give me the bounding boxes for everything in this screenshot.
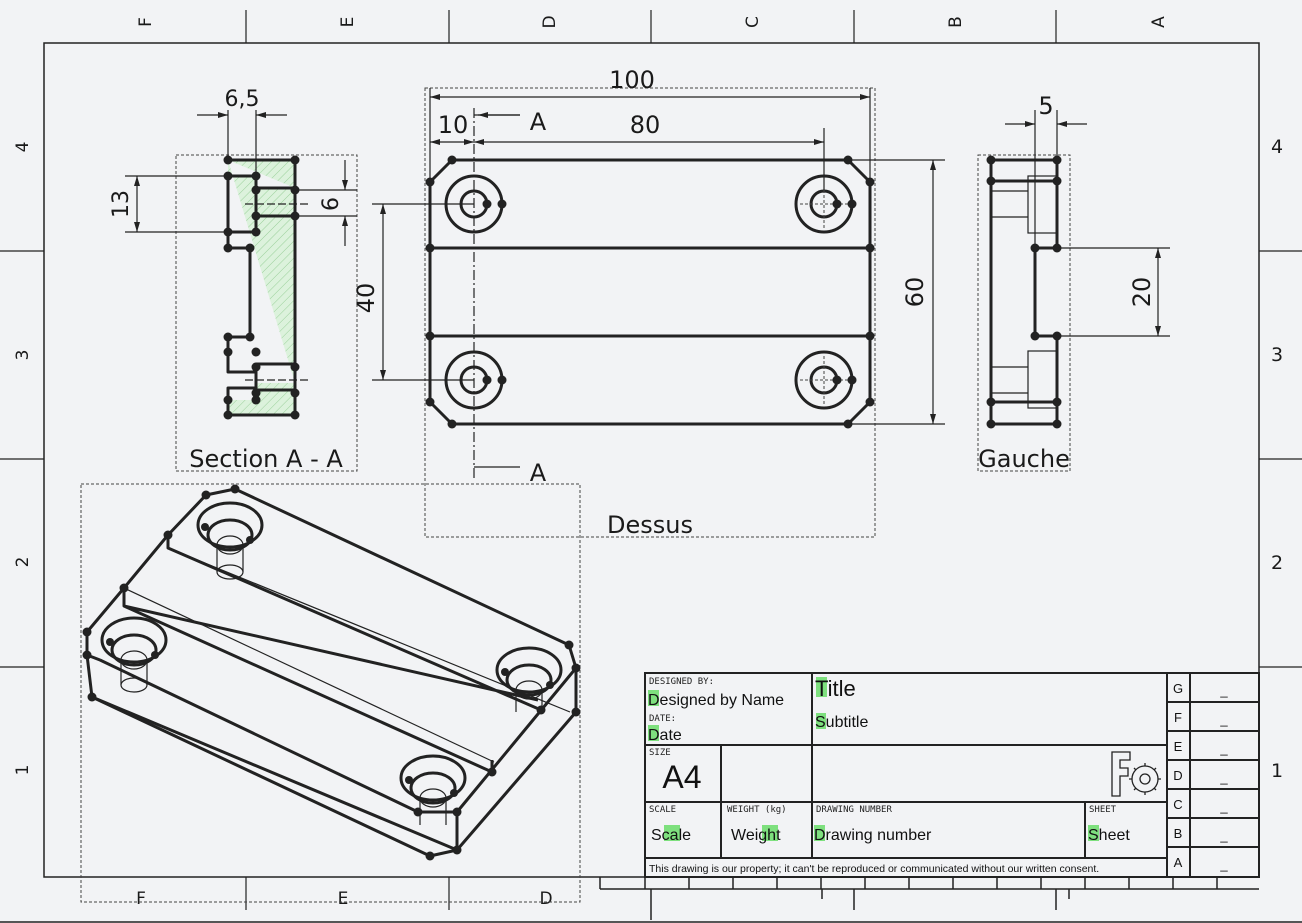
dimension-label: 6 xyxy=(319,197,344,211)
designed-by-label: DESIGNED BY: xyxy=(649,677,714,687)
top-view[interactable]: 100 80 10 60 40 A A Dessus xyxy=(352,66,945,539)
revision-letter: B xyxy=(1174,826,1183,841)
size-label: SIZE xyxy=(649,748,671,758)
revision-value[interactable]: _ xyxy=(1219,770,1228,785)
revision-value[interactable]: _ xyxy=(1219,857,1228,872)
row-label: 1 xyxy=(1271,760,1283,782)
designed-by-value[interactable]: Designed by Name xyxy=(648,692,784,709)
revision-letter: G xyxy=(1173,681,1183,696)
revision-value[interactable]: _ xyxy=(1219,828,1228,843)
revision-value[interactable]: _ xyxy=(1219,741,1228,756)
title-block: DESIGNED BY: Designed by Name DATE: Date… xyxy=(599,672,1260,920)
disclaimer: This drawing is our property; it can't b… xyxy=(649,863,1099,875)
weight-label: WEIGHT (kg) xyxy=(727,805,787,815)
revision-letter: E xyxy=(1174,739,1183,754)
column-label: B xyxy=(946,16,966,28)
dimension-label: 40 xyxy=(352,283,380,314)
column-label: F xyxy=(136,17,156,27)
sheet-label: SHEET xyxy=(1089,805,1117,815)
revision-value[interactable]: _ xyxy=(1219,799,1228,814)
date-value[interactable]: Date xyxy=(648,727,682,744)
dimension-label: 13 xyxy=(109,190,134,218)
row-label: 3 xyxy=(13,350,33,361)
dimension-label: 5 xyxy=(1038,92,1053,120)
dimension-label: 60 xyxy=(901,277,929,308)
scale-value[interactable]: Scale xyxy=(651,827,691,844)
size-value: A4 xyxy=(662,759,701,795)
dimension-label: 80 xyxy=(630,111,661,139)
column-label: F xyxy=(136,889,146,909)
revision-value[interactable]: _ xyxy=(1219,712,1228,727)
sheet-value[interactable]: Sheet xyxy=(1088,827,1130,844)
section-view[interactable]: 6,5 13 6 Section A - A xyxy=(109,87,358,473)
weight-value[interactable]: Weight xyxy=(731,827,781,844)
title-value[interactable]: Title xyxy=(815,676,856,701)
view-label: Section A - A xyxy=(189,445,343,473)
column-labels-bottom: F E D xyxy=(136,889,552,909)
subtitle-value[interactable]: Subtitle xyxy=(815,714,868,731)
dimension-label: 100 xyxy=(609,66,655,94)
drawing-number-label: DRAWING NUMBER xyxy=(816,805,892,815)
dimension-label: 20 xyxy=(1128,277,1156,308)
column-label: E xyxy=(338,889,349,909)
drawing-number-value[interactable]: Drawing number xyxy=(814,827,932,844)
revision-letter: C xyxy=(1173,797,1182,812)
column-label: C xyxy=(743,16,763,28)
section-marker: A xyxy=(530,459,547,487)
row-label: 4 xyxy=(1271,136,1283,158)
view-label: Gauche xyxy=(978,445,1070,473)
revision-letter: A xyxy=(1174,855,1183,870)
revision-letter: F xyxy=(1174,710,1182,725)
column-label: A xyxy=(1149,16,1169,28)
freecad-logo-icon xyxy=(1111,751,1161,797)
row-label: 4 xyxy=(13,142,33,153)
revision-table: G F E D C B A _ _ _ _ _ _ _ xyxy=(1173,681,1228,872)
section-marker: A xyxy=(530,108,547,136)
dimension-label: 6,5 xyxy=(225,87,260,112)
view-label: Dessus xyxy=(607,511,693,539)
row-label: 3 xyxy=(1271,344,1283,366)
row-labels: 4 3 2 1 4 3 2 1 xyxy=(13,136,1283,782)
dimension-label: 10 xyxy=(438,111,469,139)
left-view[interactable]: 5 20 Gauche xyxy=(977,92,1170,473)
column-label: D xyxy=(539,889,552,909)
column-labels-top: F E D C B A xyxy=(136,15,1169,28)
revision-value[interactable]: _ xyxy=(1219,683,1228,698)
date-label: DATE: xyxy=(649,714,676,724)
revision-letter: D xyxy=(1173,768,1182,783)
row-label: 1 xyxy=(13,765,33,776)
row-label: 2 xyxy=(1271,552,1283,574)
isometric-view[interactable] xyxy=(80,483,581,903)
row-label: 2 xyxy=(13,557,33,568)
scale-label: SCALE xyxy=(649,805,676,815)
column-label: E xyxy=(338,17,358,28)
column-label: D xyxy=(540,15,560,28)
